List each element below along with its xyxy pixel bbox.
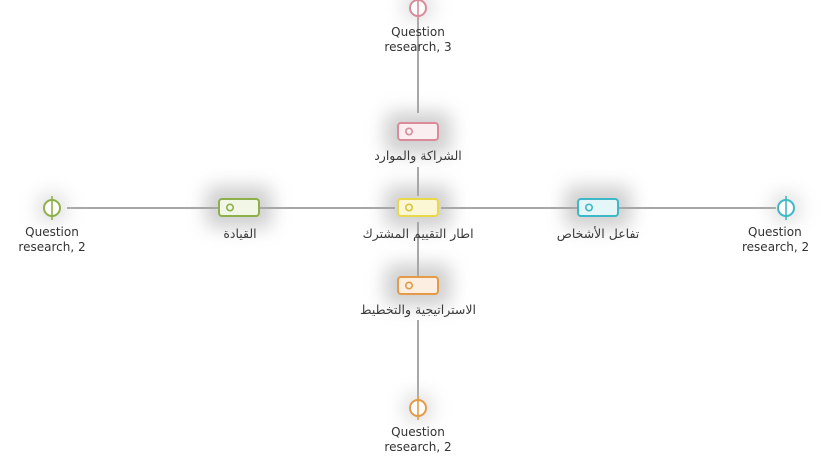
- terminal-right-line2: research, 2: [742, 240, 810, 254]
- node-bottom[interactable]: [397, 276, 439, 295]
- node-bottom-dot-icon: [404, 281, 413, 290]
- node-bottom-box: [397, 276, 439, 295]
- terminal-left-label: Question research, 2: [0, 225, 112, 255]
- node-top-dot-icon: [404, 127, 413, 136]
- terminal-top-line2: research, 3: [384, 40, 452, 54]
- terminal-top-line1: Question: [391, 25, 445, 39]
- node-top-box: [397, 122, 439, 141]
- terminal-bottom-line2: research, 2: [384, 440, 452, 454]
- node-center-box: [397, 198, 439, 217]
- terminal-top-label: Question research, 3: [358, 25, 478, 55]
- terminal-right-label: Question research, 2: [718, 225, 829, 255]
- node-center-label: اطار التقييم المشترك: [362, 226, 474, 241]
- node-left[interactable]: [218, 198, 260, 217]
- terminal-bottom-pin-icon[interactable]: [409, 396, 427, 420]
- node-right-label: تفاعل الأشخاص: [556, 226, 640, 241]
- terminal-left-line2: research, 2: [18, 240, 86, 254]
- node-left-label: القيادة: [223, 226, 257, 241]
- terminal-top-pin-icon[interactable]: [409, 0, 427, 20]
- node-center-dot-icon: [404, 203, 413, 212]
- node-right-dot-icon: [584, 203, 593, 212]
- terminal-bottom-label: Question research, 2: [358, 425, 478, 455]
- node-left-dot-icon: [226, 203, 235, 212]
- node-right-box: [577, 198, 619, 217]
- terminal-right-pin-icon[interactable]: [777, 196, 795, 220]
- terminal-left-pin-icon[interactable]: [43, 196, 61, 220]
- node-top[interactable]: [397, 122, 439, 141]
- node-right[interactable]: [577, 198, 619, 217]
- terminal-left-line1: Question: [25, 225, 79, 239]
- node-top-label: الشراكة والموارد: [374, 148, 462, 163]
- node-left-box: [218, 198, 260, 217]
- node-bottom-label: الاستراتيجية والتخطيط: [359, 302, 477, 317]
- node-center[interactable]: [397, 198, 439, 217]
- terminal-bottom-line1: Question: [391, 425, 445, 439]
- terminal-right-line1: Question: [748, 225, 802, 239]
